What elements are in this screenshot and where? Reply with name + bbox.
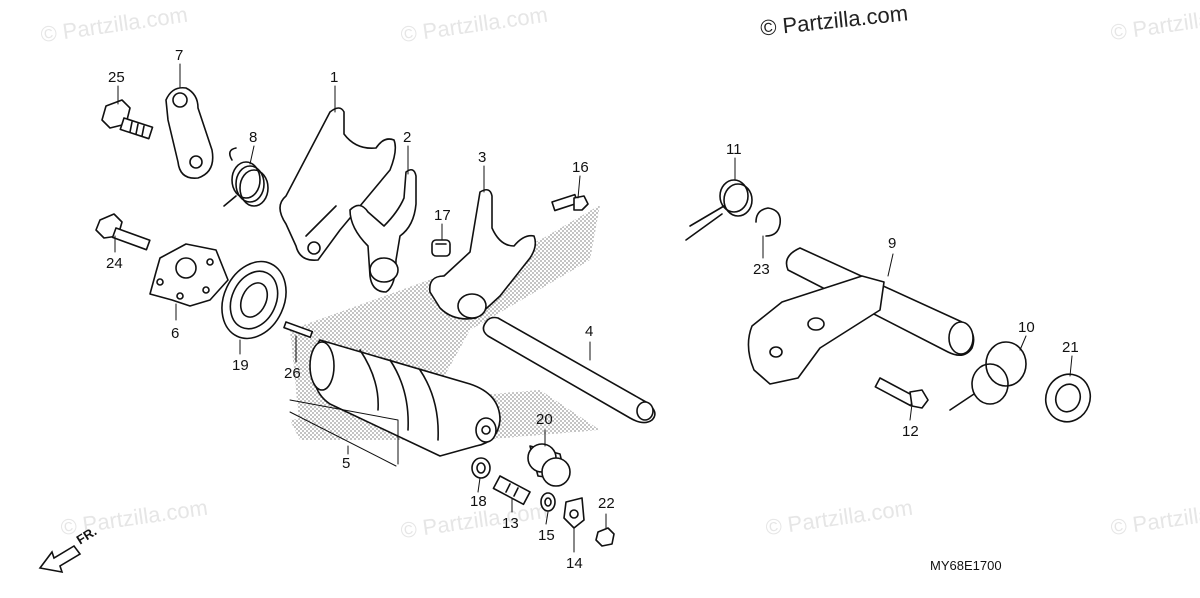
- bolt-16: [551, 193, 589, 212]
- callout-25: 25: [108, 69, 125, 86]
- callout-5: 5: [342, 455, 351, 472]
- callout-3: 3: [478, 149, 487, 166]
- washer-18: [471, 457, 491, 479]
- stopper-arm-7: [165, 86, 214, 179]
- spring-8: [223, 147, 269, 207]
- shift-drum-plate-6: [149, 243, 229, 307]
- bolt-24: [95, 213, 151, 251]
- spring-11: [685, 179, 753, 241]
- callout-13: 13: [502, 515, 519, 532]
- washer-15: [540, 492, 556, 512]
- callout-12: 12: [902, 423, 919, 440]
- nut-22: [595, 527, 615, 547]
- pin-17: [431, 239, 451, 257]
- return-spring-10: [949, 341, 1027, 411]
- callout-24: 24: [106, 255, 123, 272]
- callout-11: 11: [726, 141, 742, 158]
- shift-spindle-9: [747, 247, 975, 385]
- bolt-12: [874, 377, 929, 409]
- callout-1: 1: [330, 69, 339, 86]
- diagram-code: MY68E1700: [930, 558, 1002, 573]
- oil-seal-21: [1044, 373, 1092, 423]
- clip-14: [563, 497, 585, 529]
- callout-20: 20: [536, 411, 553, 428]
- fork-shaft-4: [482, 316, 656, 424]
- shift-drum-5: [309, 339, 501, 457]
- callout-14: 14: [566, 555, 583, 572]
- callout-2: 2: [403, 129, 412, 146]
- shift-fork-3: [428, 188, 537, 320]
- callout-15: 15: [538, 527, 555, 544]
- neutral-switch-13: [492, 475, 531, 506]
- callout-18: 18: [470, 493, 487, 510]
- circlip-23: [755, 207, 782, 237]
- callout-21: 21: [1062, 339, 1079, 356]
- collar-20: [527, 443, 571, 487]
- callout-19: 19: [232, 357, 249, 374]
- bolt-25: [101, 99, 154, 140]
- leader-lines: [114, 63, 1073, 553]
- callout-22: 22: [598, 495, 615, 512]
- callout-17: 17: [434, 207, 451, 224]
- callout-7: 7: [175, 47, 184, 64]
- pin-26: [283, 321, 314, 339]
- callout-23: 23: [753, 261, 770, 278]
- callout-26: 26: [284, 365, 301, 382]
- callout-4: 4: [585, 323, 594, 340]
- callout-9: 9: [888, 235, 897, 252]
- callout-8: 8: [249, 129, 258, 146]
- shift-fork-1: [279, 107, 397, 262]
- shift-fork-2: [349, 168, 417, 293]
- callout-16: 16: [572, 159, 589, 176]
- callout-10: 10: [1018, 319, 1035, 336]
- callout-6: 6: [171, 325, 180, 342]
- front-direction-arrow: [38, 544, 82, 574]
- bearing-19: [221, 260, 287, 340]
